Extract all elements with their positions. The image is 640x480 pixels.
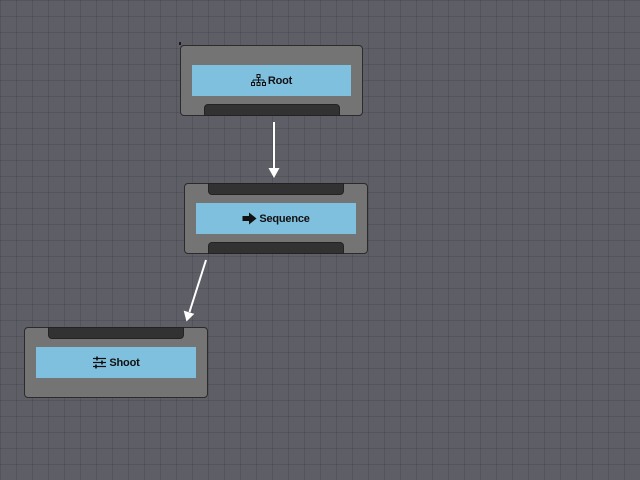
stray-pixel-mark bbox=[179, 42, 181, 45]
node-root-label: Root bbox=[267, 74, 293, 87]
node-sequence-input-pin[interactable] bbox=[208, 183, 344, 195]
node-sequence-output-pin[interactable] bbox=[208, 242, 344, 254]
node-shoot[interactable]: Shoot bbox=[24, 327, 208, 398]
node-root-output-pin[interactable] bbox=[204, 104, 340, 116]
node-shoot-title[interactable]: Shoot bbox=[36, 347, 196, 378]
node-sequence[interactable]: Sequence bbox=[184, 183, 368, 254]
task-sliders-icon bbox=[92, 356, 107, 369]
edge-root-to-sequence[interactable] bbox=[268, 122, 280, 178]
node-shoot-input-pin[interactable] bbox=[48, 327, 184, 339]
edge-sequence-to-shoot[interactable] bbox=[183, 259, 207, 322]
node-sequence-title[interactable]: Sequence bbox=[196, 203, 356, 234]
arrow-right-icon bbox=[242, 212, 257, 225]
hierarchy-icon bbox=[250, 74, 266, 87]
node-sequence-label: Sequence bbox=[259, 212, 310, 225]
node-root[interactable]: Root bbox=[180, 45, 363, 116]
node-root-title[interactable]: Root bbox=[192, 65, 351, 96]
node-shoot-label: Shoot bbox=[109, 356, 140, 369]
